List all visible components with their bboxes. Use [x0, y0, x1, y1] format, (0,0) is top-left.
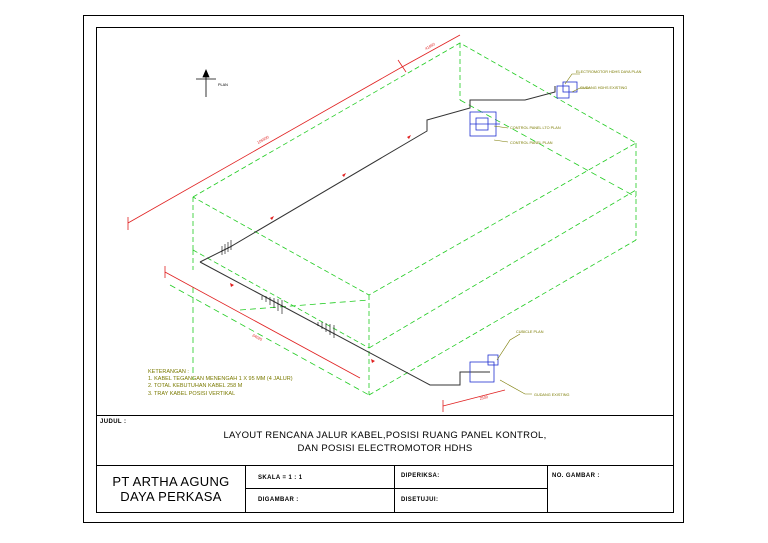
company-name-line1: PT ARTHA AGUNG [112, 474, 230, 489]
north-arrow-label: PLAN [218, 83, 228, 87]
dimension-label-short: 2500 [479, 395, 488, 401]
legend-heading: KETERANGAN : [148, 369, 189, 375]
legend-item: 3. TRAY KABEL POSISI VERTIKAL [148, 390, 236, 397]
disetujui-label: DISETUJUI: [401, 497, 439, 503]
callout-control-panel: CONTROL PANEL PLAN [510, 141, 553, 145]
diperiksa-label: DIPERIKSA: [401, 473, 440, 479]
control-panel-equipment [469, 111, 500, 137]
callout-electromotor: ELECTROMOTOR HDHS DAYA PLAN [576, 70, 642, 74]
skala-label: SKALA = 1 : 1 [258, 475, 303, 481]
route-markers [230, 135, 411, 363]
cable-route [199, 86, 556, 386]
cubicle-equipment [469, 354, 499, 383]
legend: KETERANGAN : 1. KABEL TEGANGAN MENENGAH … [148, 369, 293, 398]
legend-item: 2. TOTAL KEBUTUHAN KABEL 258 M [148, 383, 243, 390]
callout-gudang-existing: GUDANG EXISTING [534, 393, 569, 397]
drawing-sheet-border [83, 15, 684, 523]
judul-label: JUDUL : [100, 419, 127, 425]
legend-item: 1. KABEL TEGANGAN MENENGAH 1 X 95 MM (4 … [148, 376, 293, 383]
company-cell: PT ARTHA AGUNG DAYA PERKASA [96, 465, 246, 513]
building-outline [192, 42, 637, 396]
drawing-title-line2: DAN POSISI ELECTROMOTOR HDHS [297, 443, 473, 454]
callout-cubicle: CUBICLE PLAN [516, 330, 544, 334]
dimension-label-width: 24025 [252, 333, 263, 341]
dimension-lines [127, 34, 506, 412]
disetujui-cell: DISETUJUI: [394, 488, 548, 513]
skala-cell: SKALA = 1 : 1 [245, 465, 395, 489]
dimension-label-length: 105500 [257, 135, 270, 145]
no-gambar-label: NO. GAMBAR : [552, 473, 600, 479]
cable-tray-hatching [221, 240, 335, 338]
callout-leaders [493, 73, 590, 395]
digambar-cell: DIGAMBAR : [245, 488, 395, 513]
company-name-line2: DAYA PERKASA [120, 489, 222, 504]
no-gambar-cell: NO. GAMBAR : [547, 465, 674, 513]
north-arrow-icon [196, 68, 216, 97]
digambar-label: DIGAMBAR : [258, 497, 299, 503]
callout-control-panel-lto: CONTROL PANEL LTO PLAN [510, 126, 561, 130]
diperiksa-cell: DIPERIKSA: [394, 465, 548, 489]
electromotor-equipment [556, 81, 578, 99]
title-block-judul: JUDUL : LAYOUT RENCANA JALUR KABEL,POSIS… [96, 415, 674, 466]
drawing-title-line1: LAYOUT RENCANA JALUR KABEL,POSISI RUANG … [223, 430, 547, 441]
callout-gudang-hdhs: GUDANG HDHS EXISTING [580, 86, 627, 90]
dimension-label-top: 41850 [425, 42, 436, 51]
building-ground-lines [169, 99, 637, 396]
